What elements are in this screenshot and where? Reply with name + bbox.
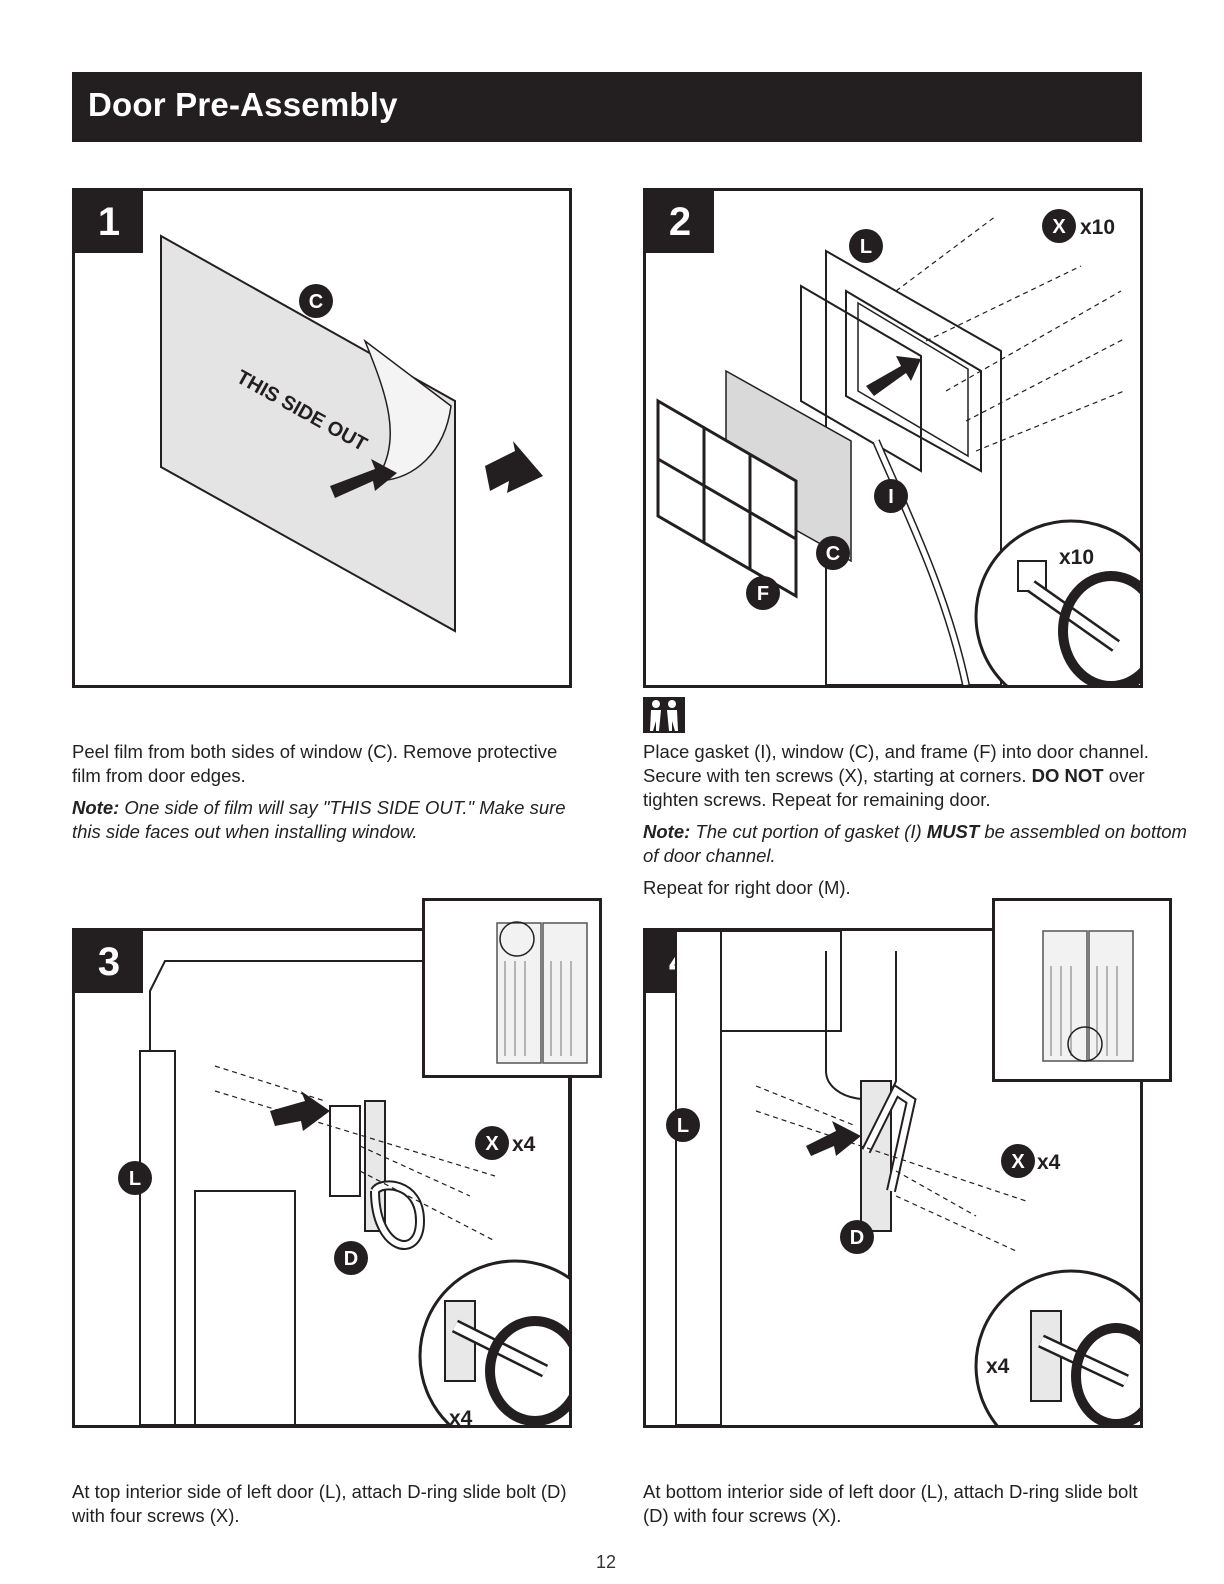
two-person-icon xyxy=(643,697,685,733)
step-1-text: Peel film from both sides of window (C).… xyxy=(72,741,558,786)
peel-arrow-right-icon xyxy=(485,441,543,493)
section-header: Door Pre-Assembly xyxy=(72,72,1142,142)
insert-arrow-icon xyxy=(806,1121,861,1156)
screw-quantity-detail: x10 xyxy=(1059,546,1094,569)
step-1-instructions: Peel film from both sides of window (C).… xyxy=(72,740,572,852)
window-frame-drawing: L X x10 I C F x10 xyxy=(656,209,1140,685)
location-marker xyxy=(1067,1026,1103,1062)
svg-text:C: C xyxy=(826,543,840,565)
screw-quantity-detail: x4 xyxy=(986,1355,1010,1378)
step-3-number: 3 xyxy=(75,931,143,993)
svg-text:L: L xyxy=(860,236,872,258)
step-4-instructions: At bottom interior side of left door (L)… xyxy=(643,1480,1163,1536)
insert-arrow-icon xyxy=(866,356,921,396)
step-2-illustration: 2 L X x10 I C F xyxy=(643,188,1143,688)
screw-quantity: x10 xyxy=(1080,216,1115,239)
step-3-location-inset xyxy=(422,898,602,1078)
step-1-illustration: 1 THIS SIDE OUT C xyxy=(72,188,572,688)
screw-quantity-detail: x4 xyxy=(449,1407,473,1425)
screw-quantity: x4 xyxy=(1037,1151,1061,1174)
step-4-text: At bottom interior side of left door (L)… xyxy=(643,1481,1138,1526)
callout-d xyxy=(334,1241,368,1275)
svg-text:D: D xyxy=(344,1248,358,1270)
svg-text:I: I xyxy=(888,486,894,508)
step-3-instructions: At top interior side of left door (L), a… xyxy=(72,1480,572,1536)
callout-x xyxy=(1042,209,1076,243)
callout-x xyxy=(1001,1144,1035,1178)
door-location-drawing xyxy=(496,921,588,1064)
callout-i xyxy=(874,479,908,513)
step-2-instructions: Place gasket (I), window (C), and frame … xyxy=(643,740,1188,908)
svg-text:L: L xyxy=(677,1115,689,1137)
step-1-note: Note: One side of film will say "THIS SI… xyxy=(72,796,572,844)
step-3-text: At top interior side of left door (L), a… xyxy=(72,1481,567,1526)
door-location-drawing xyxy=(1042,930,1134,1062)
callout-d xyxy=(840,1220,874,1254)
window-film-drawing: THIS SIDE OUT C xyxy=(160,234,543,633)
step-4-location-inset xyxy=(992,898,1172,1082)
svg-text:F: F xyxy=(757,583,769,605)
svg-text:C: C xyxy=(309,291,323,313)
svg-text:X: X xyxy=(1052,216,1066,238)
note-label: Note: xyxy=(72,797,120,818)
svg-text:D: D xyxy=(850,1227,864,1249)
callout-c xyxy=(299,284,333,318)
insert-arrow-icon xyxy=(270,1091,330,1131)
step-1-number: 1 xyxy=(75,191,143,253)
rotate-arrow-icon xyxy=(1058,571,1140,685)
step-2-text: Place gasket (I), window (C), and frame … xyxy=(643,741,1149,810)
rotate-arrow-icon xyxy=(485,1316,569,1425)
peel-arrow-left-icon xyxy=(330,459,397,498)
do-not-warning: DO NOT xyxy=(1031,765,1104,786)
step-1-note-text: One side of film will say "THIS SIDE OUT… xyxy=(72,797,566,842)
screw-quantity: x4 xyxy=(512,1133,536,1156)
rotate-arrow-icon xyxy=(1071,1323,1140,1425)
must-warning: MUST xyxy=(926,821,980,842)
step-2-note: Note: The cut portion of gasket (I) MUST… xyxy=(643,821,1187,866)
svg-text:X: X xyxy=(485,1133,499,1155)
callout-l xyxy=(849,229,883,263)
d-ring-bottom-drawing: X x4 L D x4 xyxy=(666,931,1140,1425)
callout-c xyxy=(816,536,850,570)
callout-f xyxy=(746,576,780,610)
step-2-number: 2 xyxy=(646,191,714,253)
svg-text:X: X xyxy=(1011,1151,1025,1173)
note-label: Note: xyxy=(643,821,691,842)
callout-l xyxy=(118,1161,152,1195)
page-number: 12 xyxy=(596,1552,617,1572)
callout-l xyxy=(666,1108,700,1142)
page-title: Door Pre-Assembly xyxy=(88,86,398,123)
step-2-repeat: Repeat for right door (M). xyxy=(643,877,851,898)
svg-text:L: L xyxy=(129,1168,141,1190)
callout-x xyxy=(475,1126,509,1160)
location-marker xyxy=(499,921,535,957)
